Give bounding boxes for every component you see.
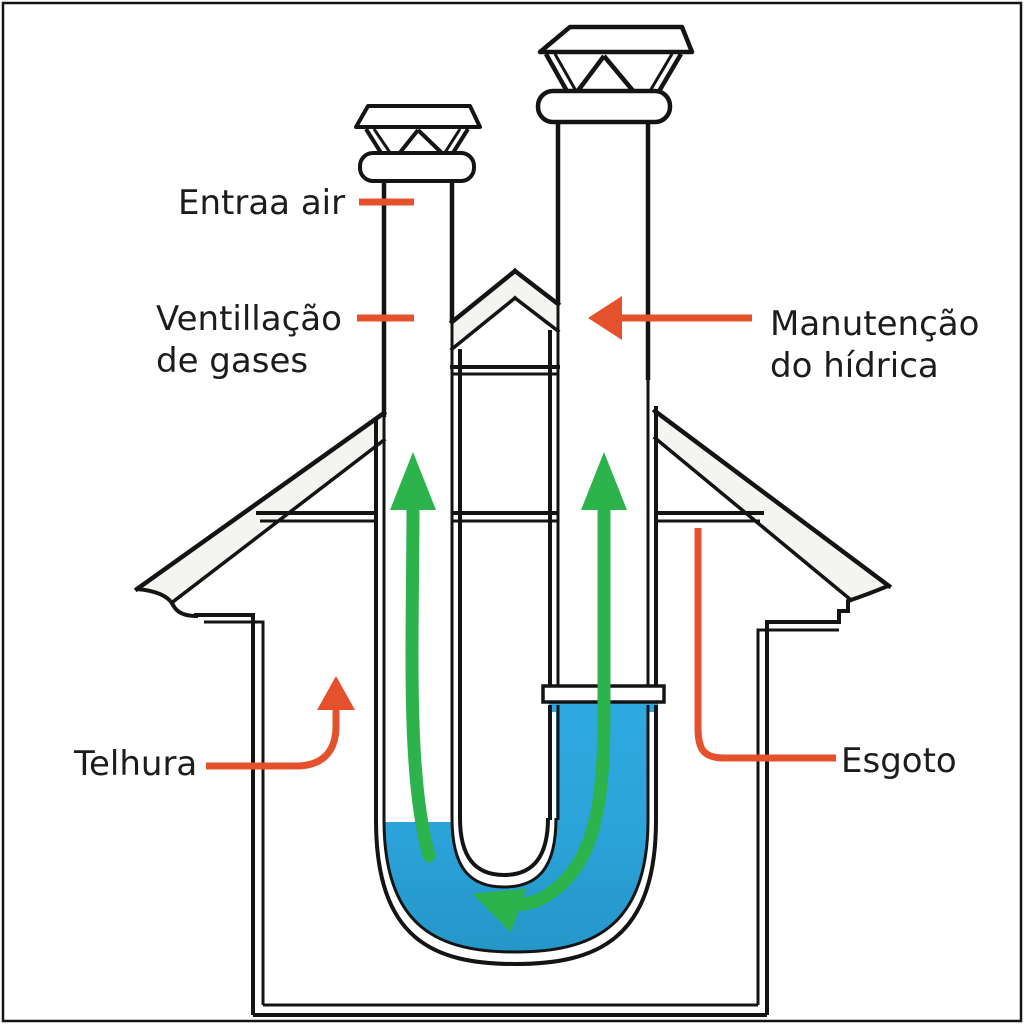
callout-esgoto — [694, 528, 836, 762]
air-flow-arrows — [405, 495, 611, 933]
roof-right-band — [655, 411, 889, 600]
label-ventilacao-2: de gases — [156, 341, 308, 381]
callout-telhura — [206, 706, 340, 770]
vent-cap-right — [535, 24, 695, 125]
callout-lines — [206, 198, 836, 770]
vent-cap-left-board — [354, 104, 482, 129]
label-ventilacao-1: Ventillação — [156, 299, 342, 339]
label-manutencao-2: do hídrica — [770, 346, 939, 386]
flow-up-right-head — [581, 452, 627, 510]
wall-right — [765, 584, 889, 1015]
vent-cap-left-collar — [358, 151, 476, 183]
wall-left — [136, 587, 255, 1015]
trap-water — [384, 697, 658, 952]
roof-peak — [452, 271, 515, 349]
u-trap — [374, 819, 658, 967]
flow-trap-curve — [472, 633, 611, 933]
roof — [133, 267, 893, 604]
roof-left-band — [137, 413, 384, 601]
vent-cap-left — [354, 104, 482, 183]
vent-cap-right-board — [537, 24, 695, 55]
house-walls — [136, 584, 889, 1017]
manutencao-arrowhead — [588, 296, 622, 340]
flow-up-left-head — [390, 452, 436, 510]
vent-cap-right-collar — [535, 88, 673, 125]
label-manutencao-1: Manutenção — [770, 304, 979, 344]
vent-pipes — [374, 122, 658, 967]
label-entraa-air: Entraa air — [178, 183, 345, 223]
ceiling-line — [256, 511, 764, 523]
flow-up-left — [405, 495, 436, 863]
label-telhura: Telhura — [73, 744, 197, 784]
telhura-arrowhead — [317, 676, 355, 710]
label-esgoto: Esgoto — [841, 741, 957, 781]
